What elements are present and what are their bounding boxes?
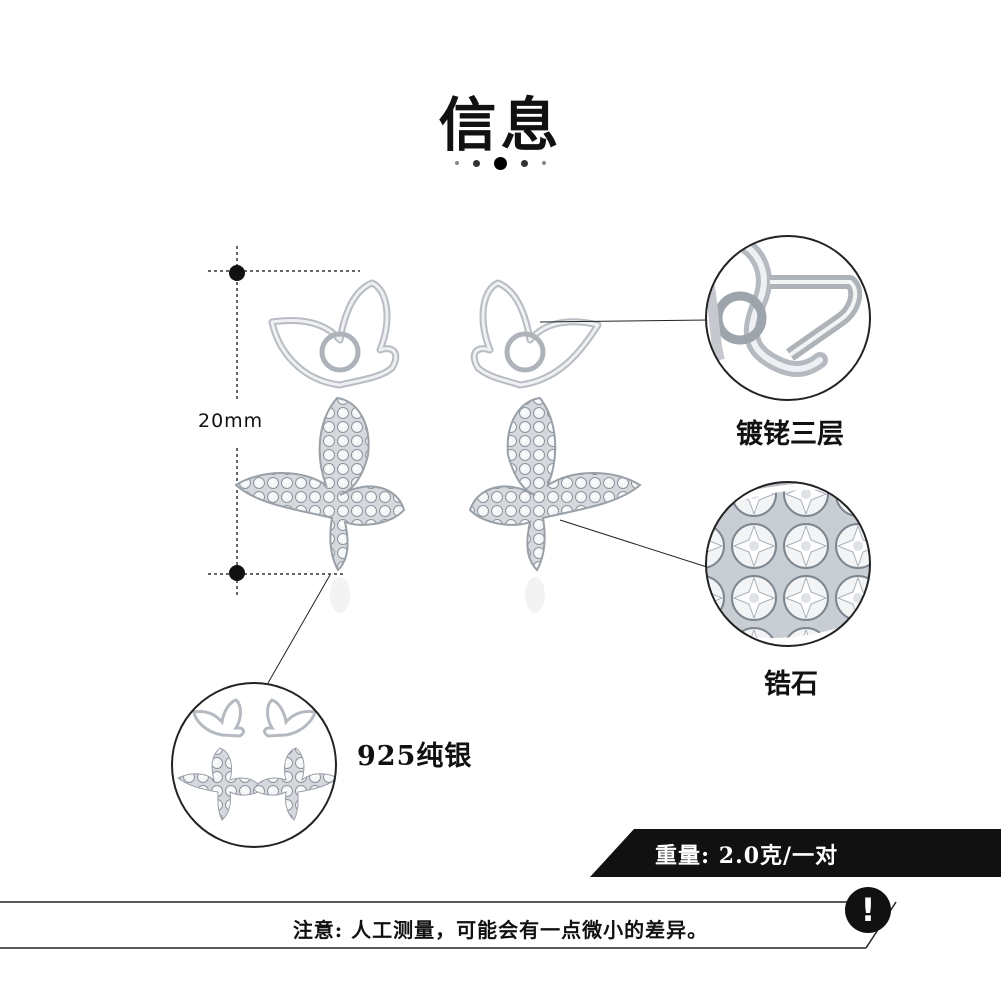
zoom-circle-zircon [705, 481, 871, 647]
weight-text: 重量: 2.0克/一对 [655, 843, 839, 869]
right-earring [468, 279, 642, 572]
divider-dot [473, 159, 480, 167]
weight-band [590, 829, 1001, 877]
zircon-label: 锆石 [764, 669, 818, 700]
plating-label: 镀铑三层 [736, 419, 844, 450]
product-thumbnail-circle [171, 682, 337, 848]
zoom-circle-plating [705, 235, 871, 401]
measurement-note: 注意: 人工测量，可能会有一点微小的差异。 [292, 918, 709, 942]
callout-line-material [267, 574, 331, 684]
callout-line-plating [539, 319, 709, 323]
divider-dot [455, 161, 459, 165]
divider-dot [542, 161, 546, 165]
title-divider-dots [0, 156, 1001, 170]
divider-dot [494, 156, 507, 170]
material-label: 925纯银 [357, 741, 473, 772]
height-dimension-label: 20mm [198, 410, 264, 432]
height-dimension [208, 246, 360, 598]
callout-line-zircon [559, 519, 711, 569]
reflection [330, 577, 545, 613]
page-title: 信息 [438, 91, 563, 159]
left-earring [234, 279, 406, 572]
exclamation-icon: ! [845, 887, 891, 933]
divider-dot [521, 159, 528, 167]
